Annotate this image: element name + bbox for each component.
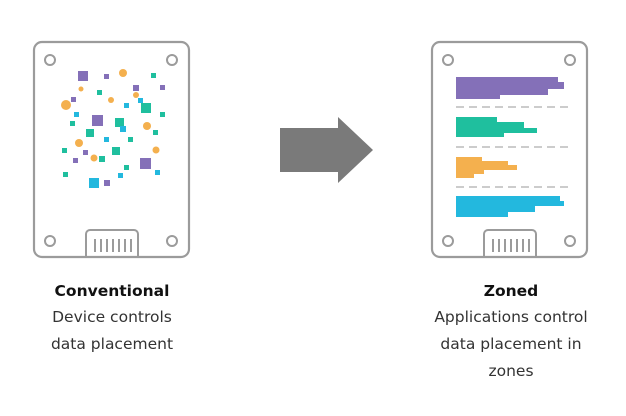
zoned-caption: Zoned Applications control data placemen… (411, 278, 611, 385)
connector-icon (483, 229, 537, 257)
zoned-description-line: zones (488, 362, 534, 380)
zone-purple (456, 77, 564, 99)
conventional-caption: Conventional Device controls data placem… (12, 278, 212, 358)
conventional-description-line: data placement (50, 335, 174, 353)
zone-teal (456, 117, 537, 137)
zoned-ssd-icon (430, 40, 589, 259)
zoned-description-line: data placement in (440, 335, 582, 353)
zone-blue (456, 196, 564, 217)
conventional-ssd-icon (32, 40, 191, 259)
conventional-description-line: Device controls (52, 308, 172, 326)
zoned-description-line: Applications control (434, 308, 588, 326)
arrow-right-icon (280, 117, 373, 183)
zone-orange (456, 157, 517, 178)
zoned-title: Zoned (483, 282, 539, 300)
connector-icon (85, 229, 139, 257)
conventional-title: Conventional (54, 282, 170, 300)
scattered-data-blocks (61, 69, 165, 188)
